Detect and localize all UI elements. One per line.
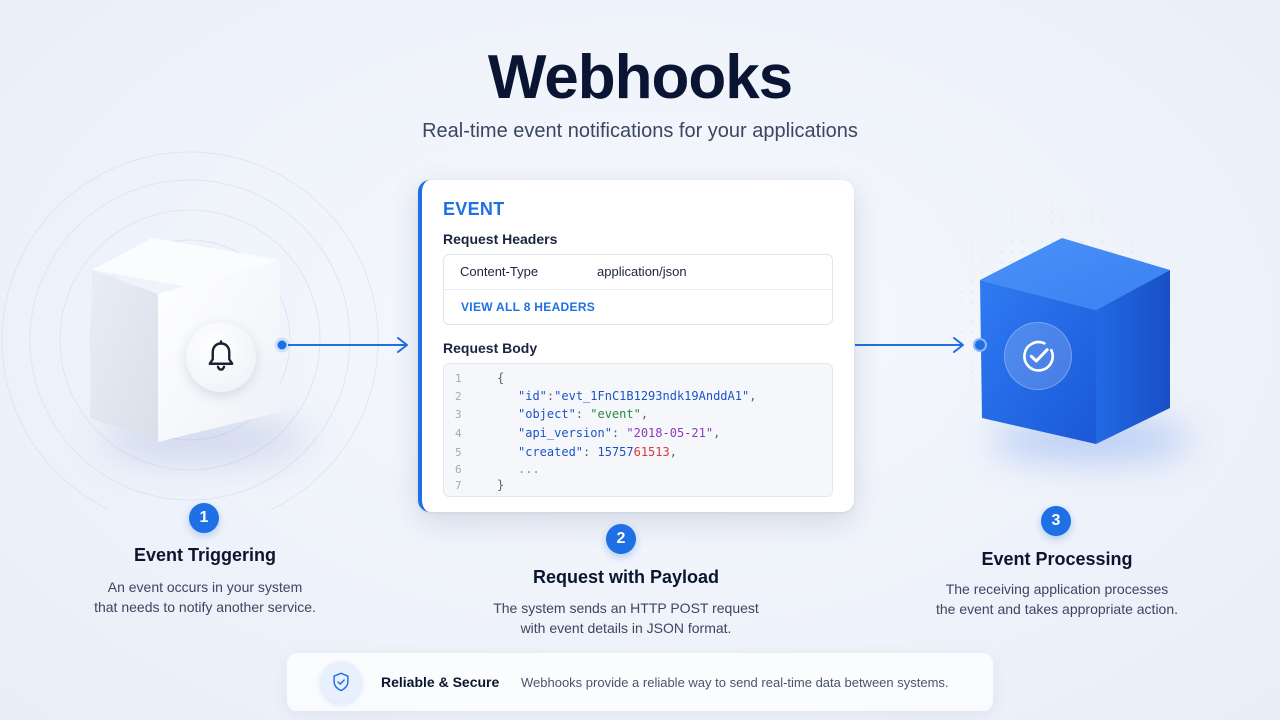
step-1-number-badge: 1	[189, 503, 219, 533]
step-2-description: The system sends an HTTP POST request wi…	[466, 598, 786, 638]
header-row	[443, 254, 833, 290]
code-line: 4"api_version": "2018-05-21",	[455, 426, 721, 440]
code-line: 5"created": 1575761513,	[455, 445, 677, 459]
header-value: application/json	[597, 264, 687, 279]
request-body-code-block	[443, 363, 833, 497]
step-1-description: An event occurs in your system that need…	[55, 577, 355, 617]
request-headers-label: Request Headers	[443, 231, 558, 247]
page-subtitle: Real-time event notifications for your a…	[422, 120, 858, 142]
step-1-description-line: An event occurs in your system	[107, 579, 303, 595]
step-3-description: The receiving application processes the …	[902, 579, 1212, 619]
code-line: 7}	[455, 478, 505, 492]
code-line: 6...	[455, 462, 540, 476]
code-line: 3"object": "event",	[455, 407, 649, 421]
step-2-description-line: The system sends an HTTP POST request	[493, 600, 759, 616]
step-2-number-badge: 2	[606, 524, 636, 554]
bell-badge	[186, 322, 256, 392]
code-line: 2"id":"evt_1FnC1B1293ndk19AnddA1",	[455, 389, 757, 403]
step-2-description-line: with event details in JSON format.	[520, 620, 732, 636]
radiating-rings-decoration	[1, 151, 379, 510]
banner-text: Webhooks provide a reliable way to send …	[521, 675, 949, 690]
banner-title: Reliable & Secure	[381, 674, 500, 690]
reliability-banner	[287, 653, 993, 711]
destination-system-cube	[980, 238, 1170, 444]
request-body-label: Request Body	[443, 340, 538, 356]
step-3-title: Event Processing	[981, 549, 1133, 569]
page-title: Webhooks	[487, 43, 793, 112]
shield-check-icon	[333, 672, 349, 692]
event-card-title: EVENT	[443, 199, 505, 219]
header-key: Content-Type	[460, 264, 539, 279]
step-3-description-line: the event and takes appropriate action.	[935, 601, 1179, 617]
step-1-title: Event Triggering	[133, 545, 277, 565]
shield-badge	[320, 661, 362, 703]
step-3-number-badge: 3	[1041, 506, 1071, 536]
step-2-title: Request with Payload	[532, 567, 720, 587]
check-circle-icon	[1023, 340, 1055, 372]
check-badge	[1004, 322, 1072, 390]
step-3-description-line: The receiving application processes	[945, 581, 1169, 597]
view-all-headers-link[interactable]: VIEW ALL 8 HEADERS	[461, 300, 596, 314]
step-1-description-line: that needs to notify another service.	[94, 599, 316, 615]
bell-icon	[208, 340, 234, 371]
source-system-cube	[90, 238, 280, 442]
code-line: 1{	[455, 371, 505, 385]
